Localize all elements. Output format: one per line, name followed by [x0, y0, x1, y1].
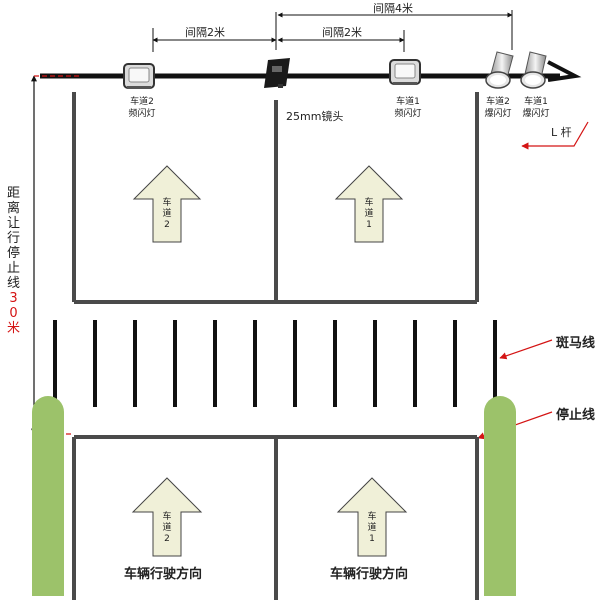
distance-label: 距离让行停止线30米	[6, 186, 21, 336]
lane2-flash-label-line2: 频闪灯	[128, 109, 156, 119]
lower-lane2-arrow-label: 车道2	[162, 512, 172, 544]
upper-lane1-arrow-icon	[334, 165, 404, 243]
lower-lane1-arrow-icon	[336, 477, 408, 557]
lane1-burst-label-line1: 车道1	[524, 97, 548, 107]
camera-icon	[264, 58, 290, 88]
direction-label-lane1: 车辆行驶方向	[330, 567, 409, 582]
lower-lane2-arrow-icon	[131, 477, 203, 557]
distance-label-value: 30米	[6, 291, 20, 336]
lane2-flash-light-icon	[123, 63, 155, 89]
distance-label-prefix: 距离让行停止线	[6, 186, 20, 291]
spacing-4m-label: 间隔4米	[373, 2, 413, 15]
lane2-burst-label-line1: 车道2	[486, 97, 510, 107]
lane2-burst-light-icon	[485, 51, 514, 89]
pole-arm-tip	[547, 60, 582, 82]
lane2-flash-label-line1: 车道2	[130, 97, 154, 107]
lower-lanes	[72, 435, 479, 600]
upper-lanes	[72, 92, 479, 304]
lane2-burst-label: 车道2 爆闪灯	[480, 96, 516, 120]
upper-lane2-arrow-icon	[132, 165, 202, 243]
right-green-island	[484, 396, 516, 596]
crosswalk-label: 斑马线	[556, 336, 596, 351]
lane1-flash-label: 车道1 频闪灯	[386, 96, 430, 120]
lane1-burst-light-icon	[520, 51, 547, 89]
pole-leader-line	[521, 121, 589, 150]
direction-label-lane2: 车辆行驶方向	[124, 567, 203, 582]
left-green-island	[32, 396, 64, 596]
stop-line-label: 停止线	[556, 408, 596, 423]
crosswalk-leader-line	[499, 339, 553, 360]
spacing-2m-right-label: 间隔2米	[322, 26, 362, 39]
lane2-burst-label-line2: 爆闪灯	[484, 109, 512, 119]
pole-label: L 杆	[551, 126, 572, 139]
upper-lane1-arrow-label: 车道1	[364, 198, 374, 230]
crosswalk	[53, 320, 497, 407]
camera-label: 25mm镜头	[286, 110, 344, 123]
spacing-2m-left-label: 间隔2米	[185, 26, 225, 39]
lane1-flash-label-line2: 频闪灯	[394, 109, 422, 119]
lane1-burst-label: 车道1 爆闪灯	[518, 96, 554, 120]
upper-lane2-arrow-label: 车道2	[162, 198, 172, 230]
lane2-flash-label: 车道2 频闪灯	[120, 96, 164, 120]
lane1-flash-label-line1: 车道1	[396, 97, 420, 107]
lane1-flash-light-icon	[389, 59, 421, 85]
lane1-burst-label-line2: 爆闪灯	[522, 109, 550, 119]
lower-lane1-arrow-label: 车道1	[367, 512, 377, 544]
